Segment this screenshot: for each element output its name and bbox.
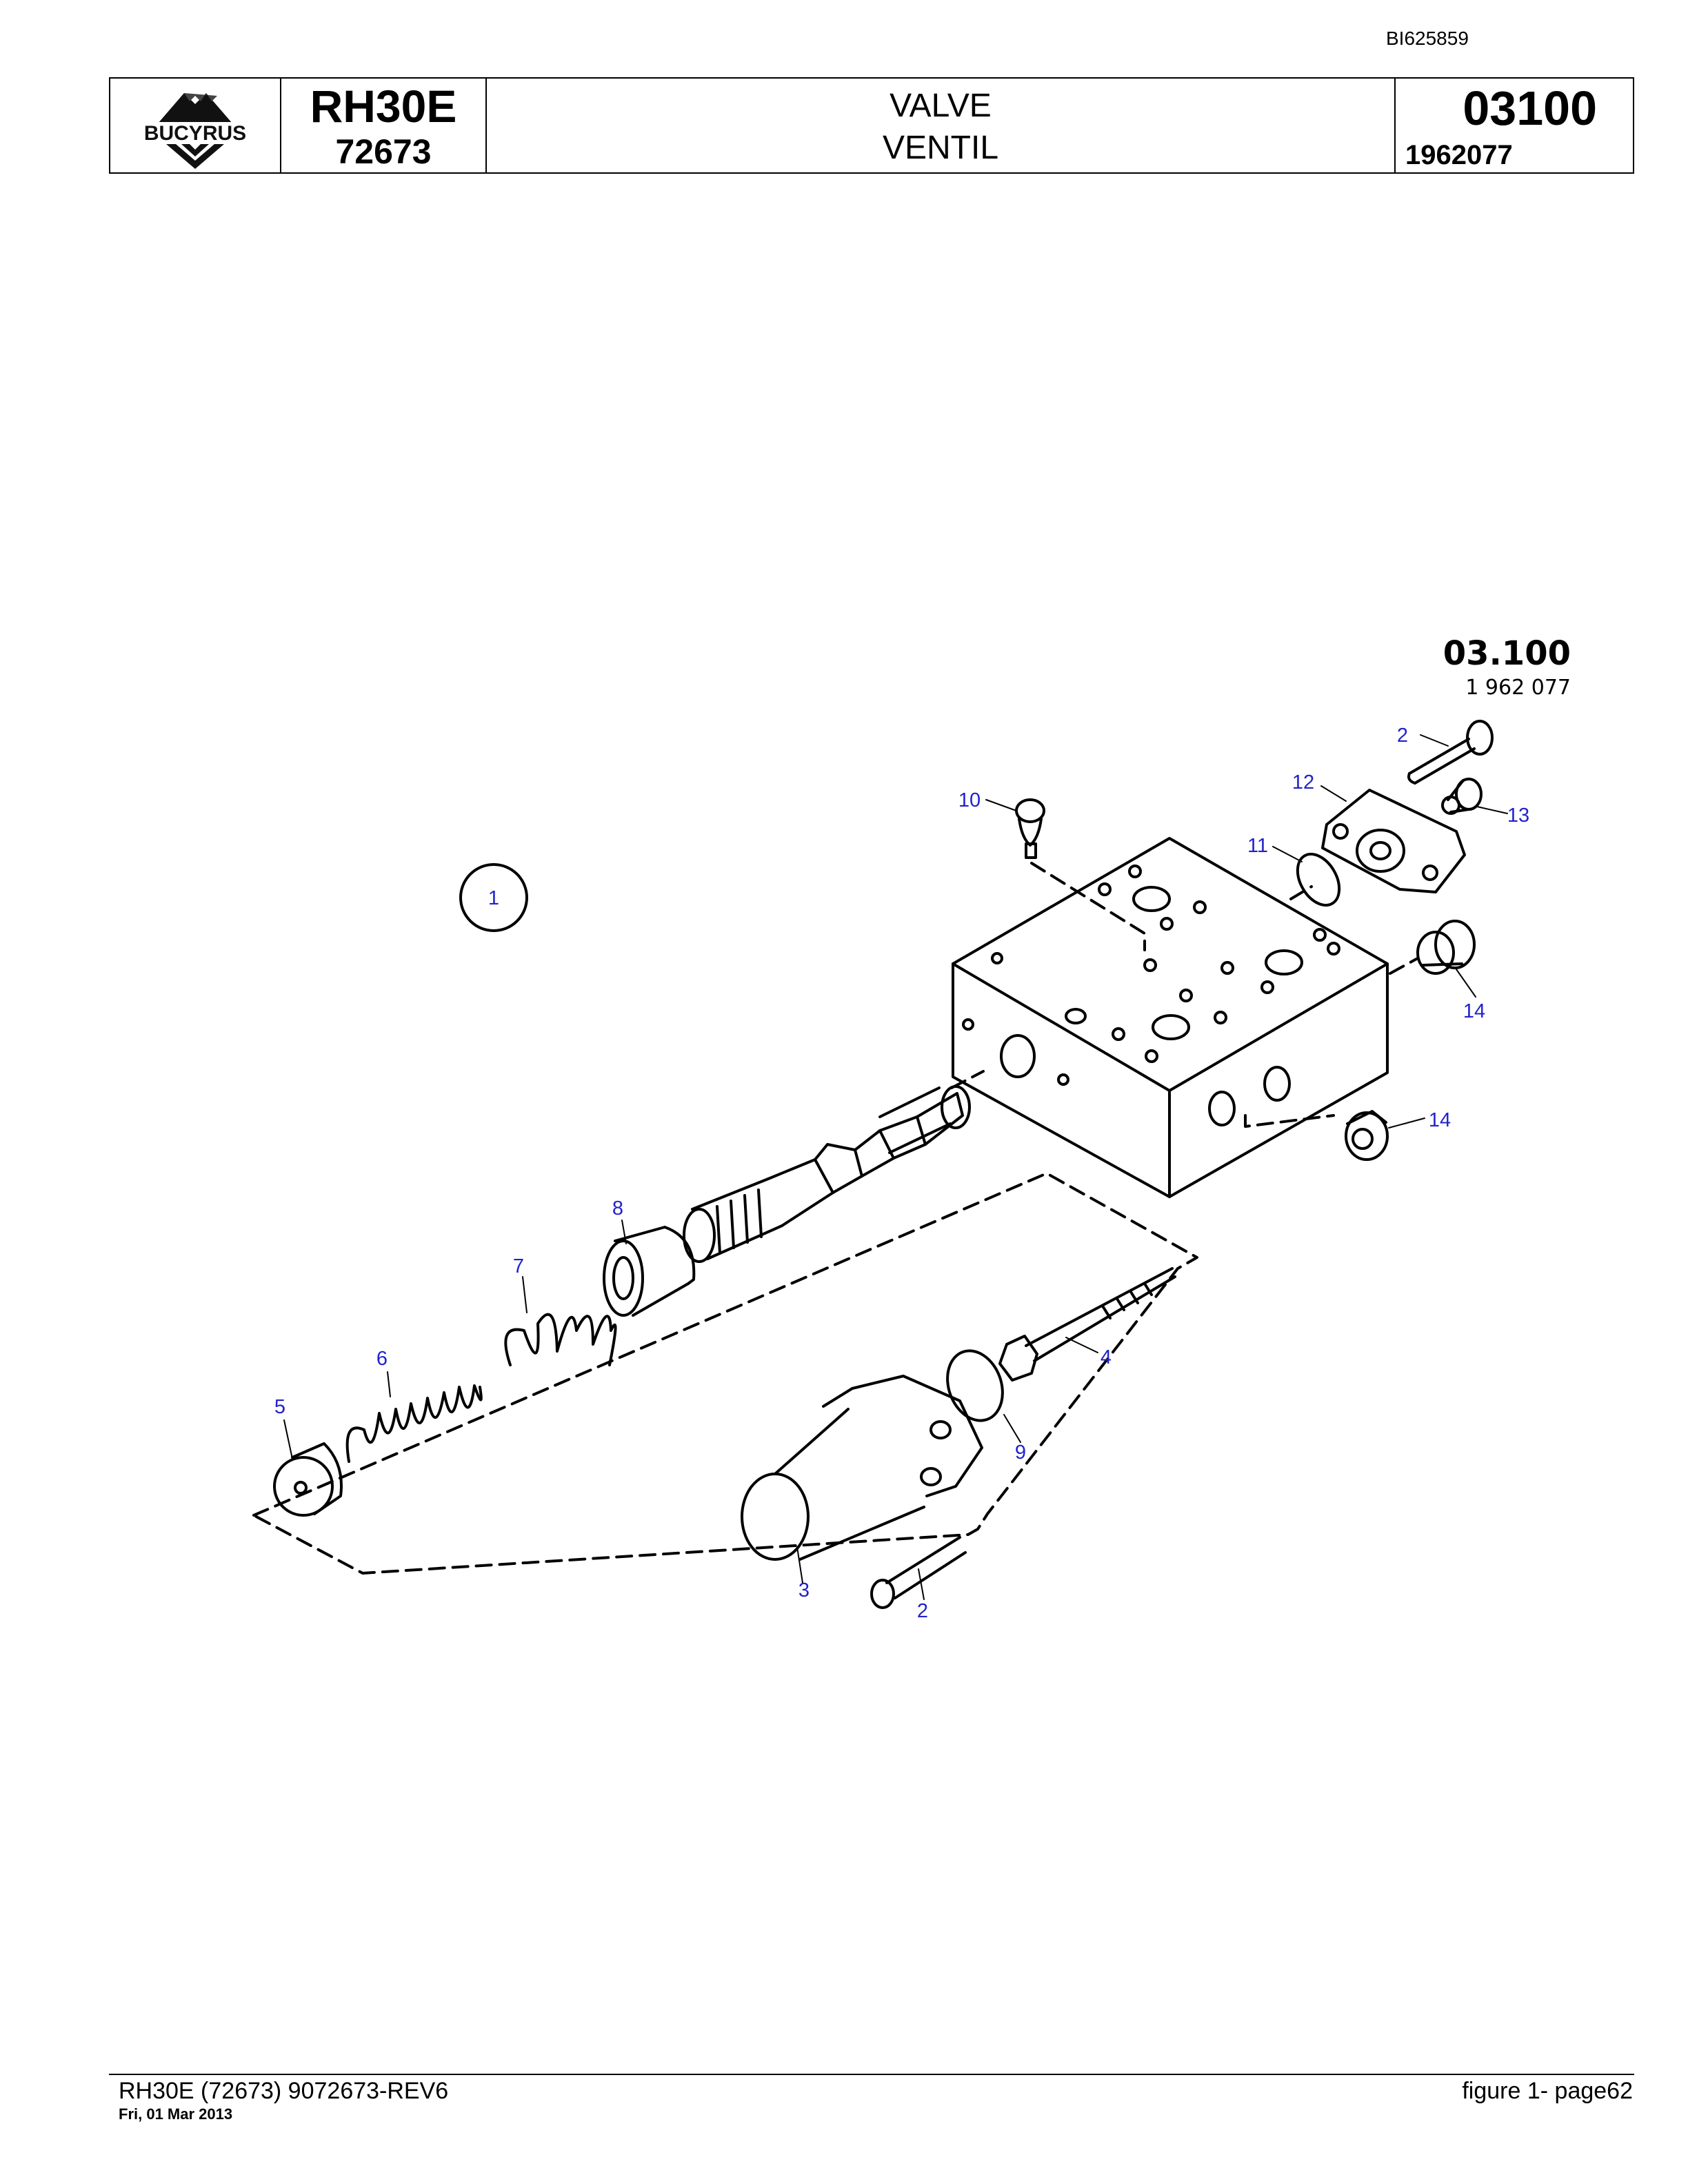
valve-block: [952, 837, 1389, 1198]
item-14-plug-lower: [1345, 1110, 1389, 1161]
title-german: VENTIL: [882, 130, 999, 166]
callout-2-top: 2: [1397, 725, 1408, 747]
item-8-sleeve: [603, 1226, 696, 1317]
valve-spool: [683, 1085, 971, 1263]
serial-number: 72673: [335, 132, 432, 171]
callout-13: 13: [1507, 805, 1529, 827]
callout-8: 8: [612, 1197, 623, 1220]
group-code: 03100: [1463, 81, 1597, 135]
footer-date: Fri, 01 Mar 2013: [119, 2105, 233, 2123]
footer-page: figure 1- page62: [1462, 2078, 1633, 2104]
document-id: BI625859: [1386, 28, 1469, 49]
logo-wordmark: BUCYRUS: [144, 122, 246, 145]
callout-10: 10: [958, 789, 981, 811]
model-cell: RH30E 72673: [281, 79, 487, 172]
item-3-housing: [741, 1375, 983, 1561]
callout-5: 5: [274, 1396, 285, 1418]
callout-4: 4: [1101, 1346, 1112, 1368]
callout-11: 11: [1247, 835, 1268, 857]
callout-9: 9: [1015, 1442, 1026, 1464]
item-6-spring: [345, 1384, 483, 1463]
item-9-oring: [946, 1349, 1004, 1422]
footer-doc-ref: RH30E (72673) 9072673-REV6: [119, 2078, 449, 2104]
item-11-oring: [1296, 853, 1341, 907]
callout-7: 7: [513, 1255, 524, 1277]
drawing-part-number: 1 962 077: [1465, 676, 1571, 700]
item-12-flange: [1321, 789, 1466, 893]
item-2-screw-bottom: [870, 1536, 967, 1609]
item-14-plug-upper: [1416, 920, 1476, 975]
item-7-spring: [504, 1313, 617, 1366]
reference-circle: [459, 863, 528, 932]
title-block: BUCYRUS RH30E 72673 VALVE VENTIL 03100 1…: [109, 77, 1634, 174]
drawing-header: 03.100 1 962 077: [1443, 633, 1571, 702]
callout-12: 12: [1292, 771, 1314, 793]
brand-logo: BUCYRUS: [110, 79, 281, 172]
item-2-screw-top: [1407, 720, 1494, 785]
callout-3: 3: [798, 1579, 810, 1601]
title-english: VALVE: [890, 88, 992, 124]
footer-divider: [109, 2074, 1634, 2075]
item-10-fitting: [1015, 798, 1045, 859]
footer-left: RH30E (72673) 9072673-REV6 Fri, 01 Mar 2…: [119, 2076, 448, 2123]
item-4-bolt: [998, 1267, 1176, 1382]
callout-leaders: [283, 734, 1508, 1600]
drawing-group-code: 03.100: [1443, 634, 1571, 673]
callout-14-lower: 14: [1429, 1109, 1451, 1131]
callout-14-upper: 14: [1463, 1000, 1485, 1022]
item-5-cap: [273, 1442, 343, 1517]
bucyrus-logo-icon: BUCYRUS: [128, 93, 263, 169]
item-13-plug: [1441, 778, 1483, 815]
callout-2-bottom: 2: [917, 1600, 928, 1622]
title-cell: VALVE VENTIL: [487, 79, 1396, 172]
model-name: RH30E: [310, 81, 457, 132]
assembly-lines: [252, 862, 1419, 1575]
code-cell: 03100 1962077: [1396, 79, 1633, 172]
callout-1: 1: [488, 887, 499, 909]
part-number: 1962077: [1405, 140, 1513, 170]
callout-6: 6: [376, 1348, 388, 1370]
